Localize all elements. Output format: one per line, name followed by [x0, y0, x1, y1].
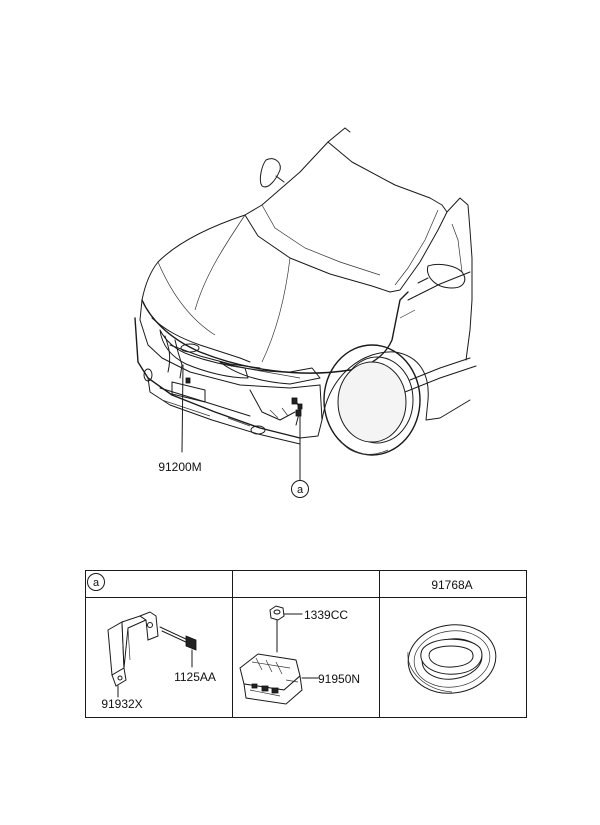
- bracket-drawing: [107, 611, 159, 687]
- bracket-label: 91932X: [101, 697, 142, 711]
- table-col3-header: 91768A: [431, 578, 472, 592]
- table-detail-a-marker: a: [93, 577, 100, 589]
- detail-a-marker: a: [297, 484, 304, 496]
- nut-label: 1339CC: [304, 608, 348, 622]
- module-drawing: [239, 653, 303, 705]
- parts-table: [85, 570, 527, 718]
- bolt-drawing: [159, 626, 197, 651]
- bolt-label: 1125AA: [174, 670, 216, 684]
- module-label: 91950N: [318, 672, 360, 686]
- harness-leader: [181, 364, 184, 453]
- grommet-drawing: [407, 624, 497, 694]
- table-detail-a-circle: [87, 573, 105, 591]
- car-illustration: [134, 127, 477, 456]
- nut-drawing: [269, 605, 285, 621]
- detail-a-circle: [291, 480, 309, 498]
- harness-label: 91200M: [158, 460, 201, 474]
